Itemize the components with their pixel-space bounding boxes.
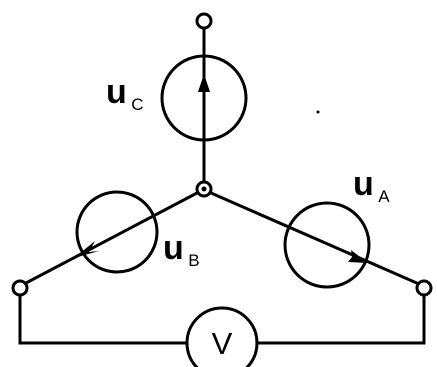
label-ub-sub: B: [188, 251, 199, 270]
arrow-b: [74, 241, 99, 258]
stray-dot: [316, 110, 320, 114]
wire-neutral-to-right: [210, 191, 420, 286]
source-a: [283, 201, 371, 289]
label-uc: u C: [106, 73, 144, 114]
label-ub-main: u: [163, 229, 184, 267]
neutral-node: [195, 180, 213, 198]
arrow-a: [348, 250, 368, 263]
label-uc-main: u: [106, 73, 127, 111]
arrow-c: [198, 74, 210, 92]
label-ua-sub: A: [378, 187, 390, 206]
terminal-left: [11, 279, 29, 297]
voltmeter: [185, 306, 259, 367]
voltmeter-symbol: V: [212, 326, 233, 361]
wire-voltmeter-left: [18, 295, 187, 345]
source-b: [75, 190, 159, 274]
terminal-top: [195, 12, 213, 30]
terminal-right: [415, 279, 433, 297]
label-ua: u A: [353, 165, 390, 206]
wire-voltmeter-right: [257, 295, 426, 345]
neutral-node-center: [201, 186, 207, 192]
label-ua-main: u: [353, 165, 374, 203]
label-uc-sub: C: [131, 95, 143, 114]
wire-neutral-to-left: [25, 191, 198, 285]
label-ub: u B: [163, 229, 200, 270]
